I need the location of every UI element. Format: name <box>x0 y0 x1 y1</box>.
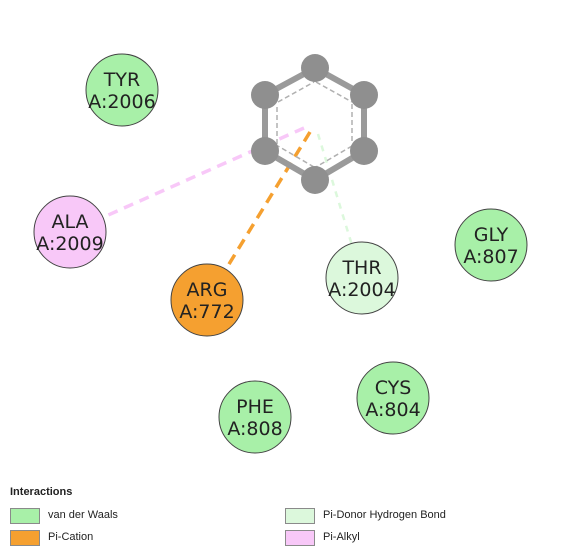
residue-number: A:2004 <box>328 279 395 301</box>
residue-name: THR <box>341 257 381 279</box>
residue-circle <box>33 195 107 269</box>
aromatic-inner-bonds <box>276 81 353 168</box>
carbon-atom <box>251 137 279 165</box>
legend-swatch <box>10 530 40 546</box>
carbon-atom <box>251 81 279 109</box>
legend-swatch <box>10 508 40 524</box>
residue-circle <box>85 53 159 127</box>
residue-number: A:2006 <box>88 91 155 113</box>
residue-circle <box>454 208 528 282</box>
legend-label: Pi-Cation <box>48 531 94 543</box>
carbon-atom <box>301 54 329 82</box>
carbon-atom <box>350 137 378 165</box>
legend-label: van der Waals <box>48 509 118 521</box>
residue-number: A:804 <box>365 399 420 421</box>
legend-title: Interactions <box>10 486 73 498</box>
residue-name: CYS <box>375 377 412 399</box>
residue-number: A:808 <box>227 418 282 440</box>
residue-circle <box>170 263 244 337</box>
residue-name: GLY <box>474 224 509 246</box>
residue-circle <box>218 380 292 454</box>
carbon-atom <box>350 81 378 109</box>
residue-circle <box>356 361 430 435</box>
legend-label: Pi-Donor Hydrogen Bond <box>323 509 446 521</box>
legend-label: Pi-Alkyl <box>323 531 360 543</box>
carbon-atom <box>301 166 329 194</box>
residue-name: ARG <box>187 279 228 301</box>
residue-number: A:807 <box>463 246 518 268</box>
residue-name: ALA <box>51 211 88 233</box>
residue-name: TYR <box>103 69 140 91</box>
interaction-line-arg <box>224 131 312 271</box>
interaction-lines <box>102 126 353 271</box>
benzene-ring <box>251 54 378 194</box>
ring-bonds <box>262 65 367 183</box>
residue-nodes: TYRA:2006ALAA:2009ARGA:772THRA:2004GLYA:… <box>33 53 528 454</box>
legend-swatch <box>285 508 315 524</box>
legend-swatch <box>285 530 315 546</box>
legend: Interactions van der Waals Pi-Cation Pi-… <box>0 480 563 557</box>
residue-number: A:2009 <box>36 233 103 255</box>
residue-circle <box>325 241 399 315</box>
residue-number: A:772 <box>179 301 234 323</box>
interaction-diagram: TYRA:2006ALAA:2009ARGA:772THRA:2004GLYA:… <box>33 53 528 454</box>
residue-name: PHE <box>236 396 274 418</box>
